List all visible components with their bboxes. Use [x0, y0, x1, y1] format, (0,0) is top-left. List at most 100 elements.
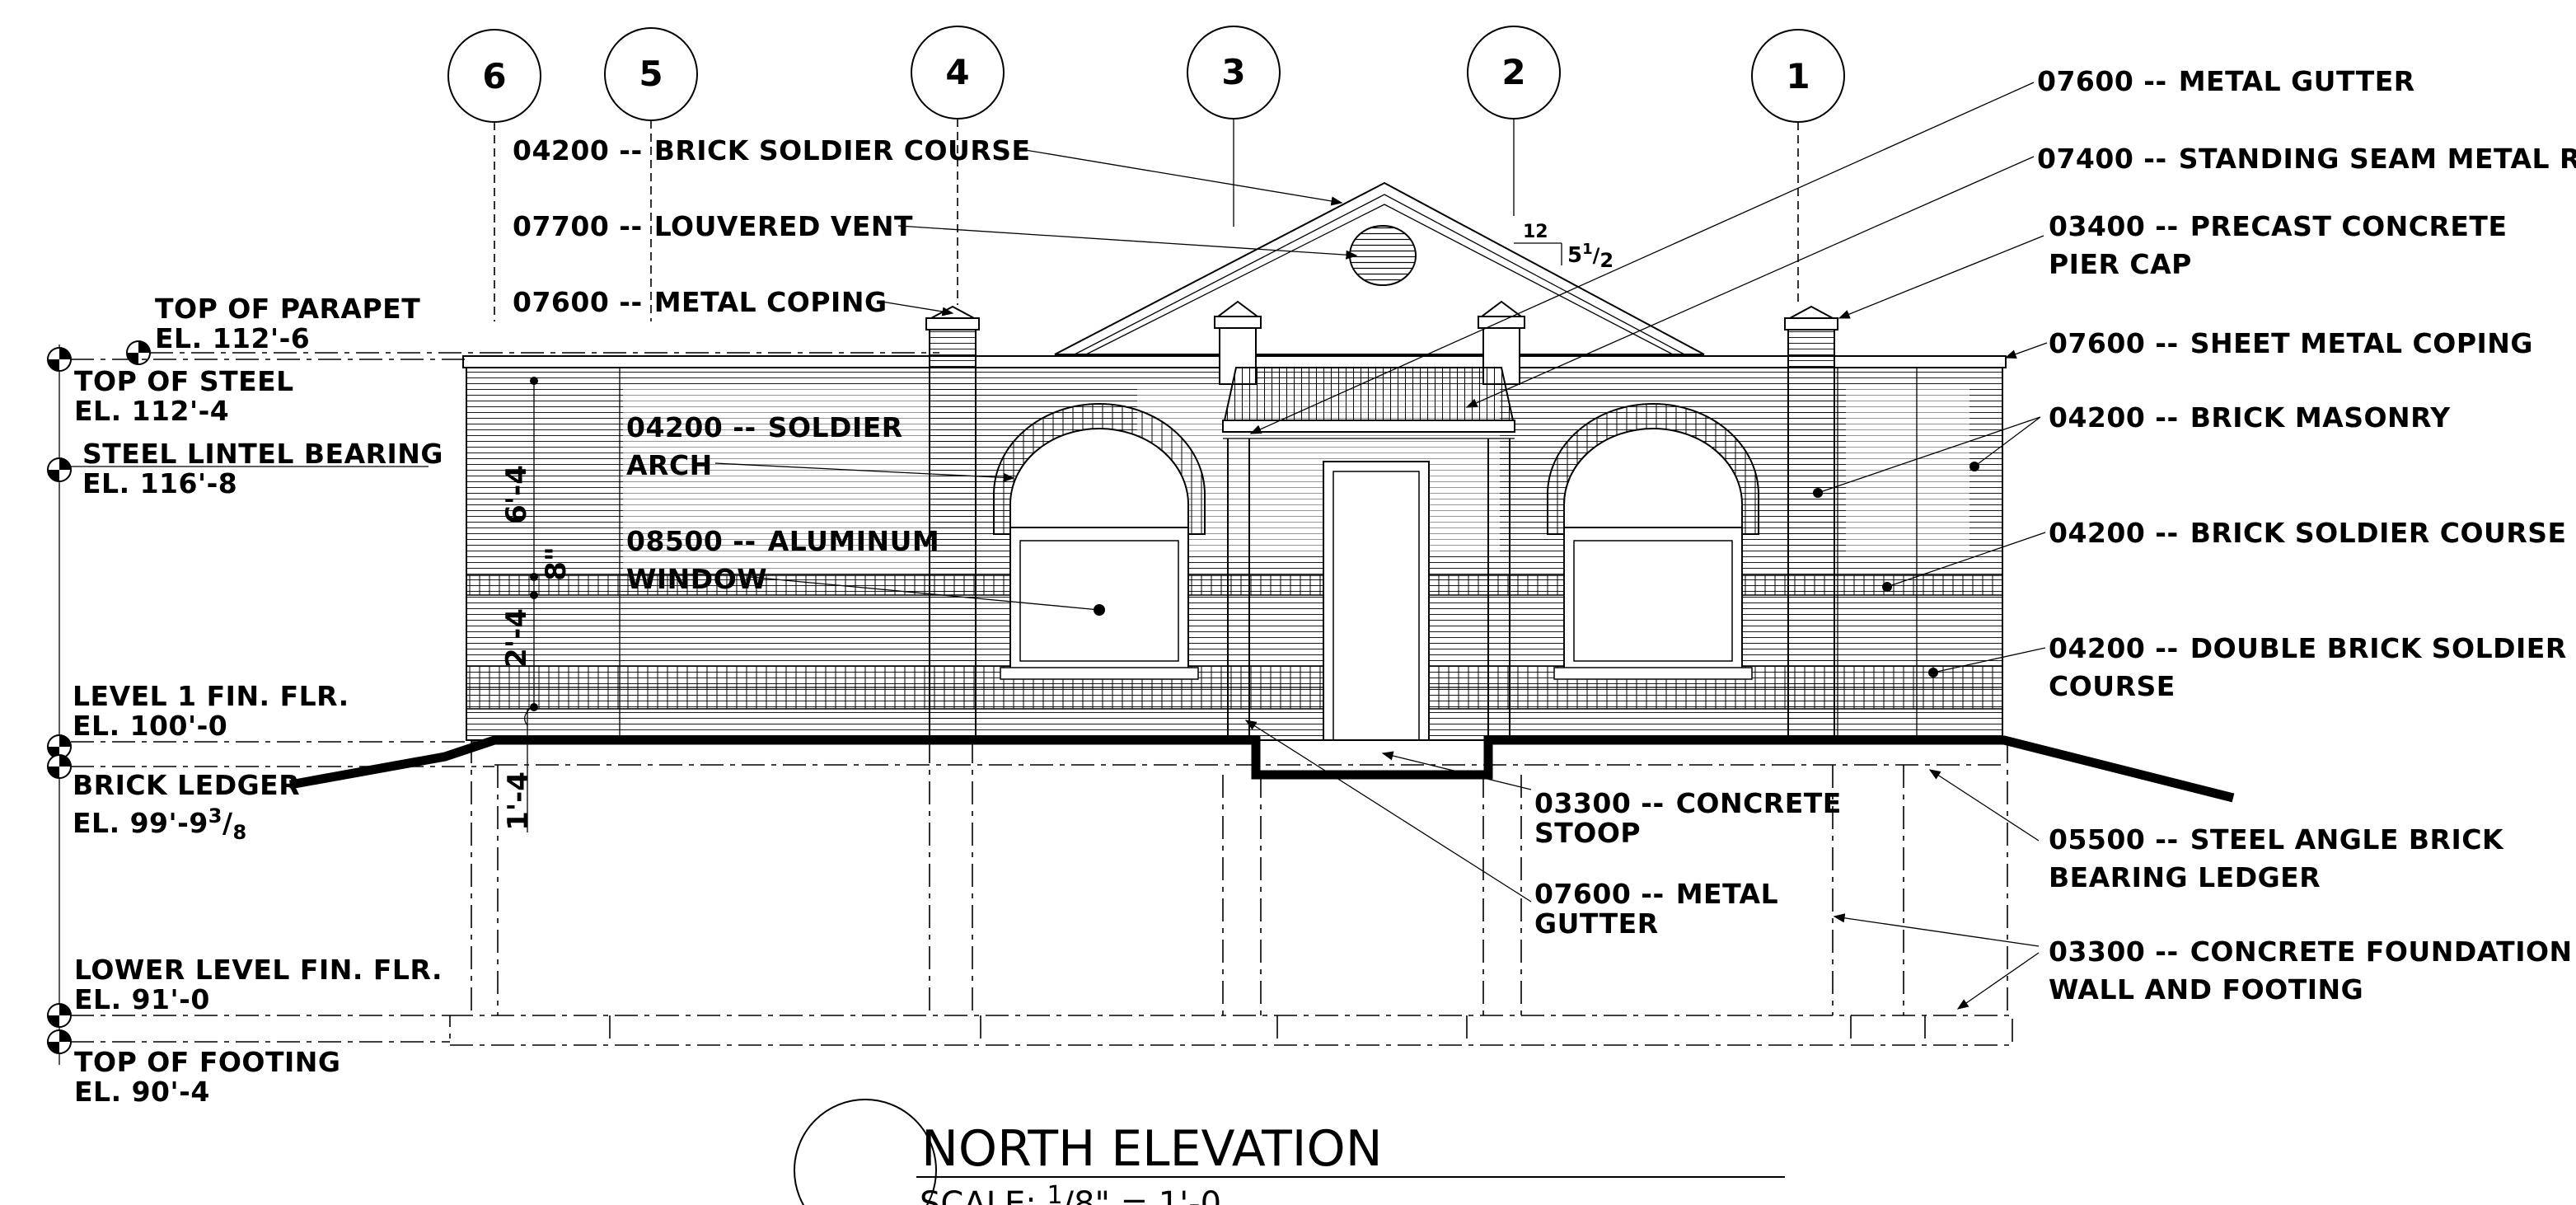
- keynote-code: 04200 --: [626, 411, 756, 443]
- keynote-code: 08500 --: [626, 525, 756, 557]
- grid-bubble-3: 3: [1187, 26, 1281, 120]
- grid-bubble-2: 2: [1467, 26, 1561, 120]
- brick-soldier-course: [466, 574, 2003, 596]
- elevation-label: TOP OF FOOTING: [74, 1046, 340, 1078]
- arched-window-right: [1547, 403, 1759, 680]
- keynote-code: 07400 --: [2037, 143, 2167, 175]
- elevation-markers: TOP OF PARAPET EL. 112'-6 TOP OF STEEL E…: [47, 293, 939, 1108]
- keynote-text: BRICK SOLDIER COURSE: [654, 134, 1031, 166]
- keynote-text: METAL COPING: [654, 286, 888, 318]
- entry-door: [1323, 461, 1430, 741]
- grid-label: 3: [1221, 52, 1245, 92]
- keynote: 03400 -- PRECAST CONCRETE: [2049, 210, 2507, 242]
- elevation-marker-level-1-fin-flr: LEVEL 1 FIN. FLR. EL. 100'-0: [47, 680, 494, 759]
- keynote-code: 03300 --: [2049, 935, 2179, 968]
- elevation-value-main: EL. 99'-9: [73, 807, 208, 839]
- keynote-code: 07600 --: [2049, 327, 2179, 359]
- keynote-text: DOUBLE BRICK SOLDIER: [2190, 632, 2567, 664]
- drawing-scale-num: 1: [1047, 1181, 1062, 1205]
- elevation-marker-top-of-footing: TOP OF FOOTING EL. 90'-4: [47, 1029, 450, 1108]
- elevation-label: BRICK LEDGER: [73, 769, 300, 801]
- drawing-scale: SCALE: 1/8" = 1'-0: [920, 1181, 1221, 1205]
- gable-roof: 12 51/2: [1054, 181, 1705, 355]
- keynote-line2: WINDOW: [626, 563, 767, 595]
- grid-bubble-1: 1: [1751, 29, 1845, 123]
- foundation-wall-and-footing: [449, 740, 2013, 1046]
- grid-bubble-4: 4: [911, 26, 1005, 120]
- keynote-line2: GUTTER: [1534, 907, 1659, 940]
- keynote: 07700 --LOUVERED VENT: [513, 210, 913, 242]
- keynote-text: BRICK SOLDIER COURSE: [2190, 517, 2567, 549]
- elevation-label: LOWER LEVEL FIN. FLR.: [74, 954, 443, 986]
- keynote-text: PRECAST CONCRETE: [2190, 210, 2508, 242]
- keynote-text: BRICK MASONRY: [2190, 401, 2452, 434]
- keynote: 04200 -- BRICK SOLDIER COURSE: [2049, 517, 2567, 549]
- keynote-code: 04200 --: [2049, 401, 2179, 434]
- elevation-marker-brick-ledger: BRICK LEDGER EL. 99'-93/8: [47, 754, 494, 844]
- keynote-code: 03300 --: [1534, 787, 1665, 819]
- grid-label: 4: [945, 52, 969, 92]
- louvered-vent: [1349, 225, 1417, 286]
- keynote-text: CONCRETE: [1676, 787, 1842, 819]
- elevation-value: EL. 99'-93/8: [73, 804, 247, 844]
- elevation-value: EL. 112'-4: [74, 395, 229, 427]
- vertical-dimensions: 6'-4 8" 2'-4 1'-4: [500, 377, 573, 832]
- elevation-marker-steel-lintel-bearing: STEEL LINTEL BEARING EL. 116'-8: [47, 438, 443, 499]
- porch-metal-gutter: [1222, 420, 1515, 433]
- elevation-marker-lower-level-fin-flr: LOWER LEVEL FIN. FLR. EL. 91'-0: [47, 954, 450, 1028]
- keynote-line2: WALL AND FOOTING: [2049, 973, 2363, 1006]
- keynote-line2: BEARING LEDGER: [2049, 861, 2321, 893]
- keynotes-right: 07600 --METAL GUTTER 07400 -- STANDING SE…: [2037, 65, 2576, 1006]
- dimension-text: 8": [540, 546, 573, 580]
- keynote-code: 04200 --: [513, 134, 643, 166]
- elevation-value: EL. 112'-6: [155, 322, 310, 354]
- elevation-label: LEVEL 1 FIN. FLR.: [73, 680, 349, 712]
- porch-column-right: [1478, 300, 1525, 740]
- elevation-label: STEEL LINTEL BEARING: [82, 438, 443, 470]
- keynote-code: 04200 --: [2049, 517, 2179, 549]
- keynote-code: 03400 --: [2049, 210, 2179, 242]
- slope-rise-num: 1: [1582, 241, 1593, 258]
- brick-pilaster-left: [925, 305, 980, 741]
- keynote: 07600 -- METAL: [1534, 878, 1778, 910]
- slope-rise: 51/2: [1567, 241, 1614, 272]
- keynote: 04200 -- SOLDIER: [626, 411, 903, 443]
- elevation-value: EL. 100'-0: [73, 710, 227, 742]
- keynote-code: 04200 --: [2049, 632, 2179, 664]
- keynote-code: 07600 --: [2037, 65, 2167, 97]
- elevation-value: EL. 116'-8: [82, 467, 237, 499]
- building-elevation: 12 51/2: [289, 181, 2235, 1046]
- brick-pilaster-right: [1784, 305, 1838, 741]
- keynote-code: 07700 --: [513, 210, 643, 242]
- grid-label: 6: [482, 56, 506, 96]
- elevation-marker-top-of-steel: TOP OF STEEL EL. 112'-4: [47, 347, 466, 427]
- keynote-code: 07600 --: [1534, 878, 1665, 910]
- elevation-value: EL. 90'-4: [74, 1076, 210, 1108]
- keynote: 08500 --ALUMINUM: [626, 525, 939, 557]
- elevation-label: TOP OF STEEL: [74, 365, 294, 397]
- keynotes-left: 04200 -- BRICK SOLDIER COURSE 07700 --LOU…: [513, 134, 1031, 595]
- keynote-text: SOLDIER: [768, 411, 903, 443]
- keynote: 07600 --METAL GUTTER: [2037, 65, 2415, 97]
- keynote: 07400 -- STANDING SEAM METAL RO: [2037, 143, 2576, 175]
- dimension-text: 1'-4: [502, 771, 535, 831]
- roof-slope-indicator: 12 51/2: [1514, 222, 1614, 272]
- drawing-scale-rest: /8" = 1'-0: [1063, 1185, 1222, 1205]
- keynote-text: METAL: [1676, 878, 1778, 910]
- dimension-text: 2'-4: [500, 608, 533, 668]
- elevation-value-den: 8: [233, 821, 247, 844]
- drawing-title-block: NORTH ELEVATION SCALE: 1/8" = 1'-0: [794, 1099, 1785, 1205]
- grid-bubbles: 6 5 4 3 2 1: [447, 26, 1845, 321]
- keynote-text: CONCRETE FOUNDATION: [2190, 935, 2573, 968]
- keynote-text: STANDING SEAM METAL RO: [2179, 143, 2576, 175]
- keynote-line2: PIER CAP: [2049, 248, 2192, 280]
- slope-rise-den: 2: [1599, 249, 1614, 272]
- keynote: 03300 -- CONCRETE: [1534, 787, 1842, 819]
- keynote: 03300 -- CONCRETE FOUNDATION: [2049, 935, 2573, 968]
- keynote: 04200 -- BRICK SOLDIER COURSE: [513, 134, 1031, 166]
- arched-window-left: [993, 403, 1206, 680]
- grid-label: 5: [639, 54, 663, 94]
- grid-label: 2: [1501, 52, 1525, 92]
- keynotes-center: 03300 --CONCRETE STOOP 07600 --METAL GUT…: [1534, 787, 1842, 940]
- keynote-text: SHEET METAL COPING: [2190, 327, 2533, 359]
